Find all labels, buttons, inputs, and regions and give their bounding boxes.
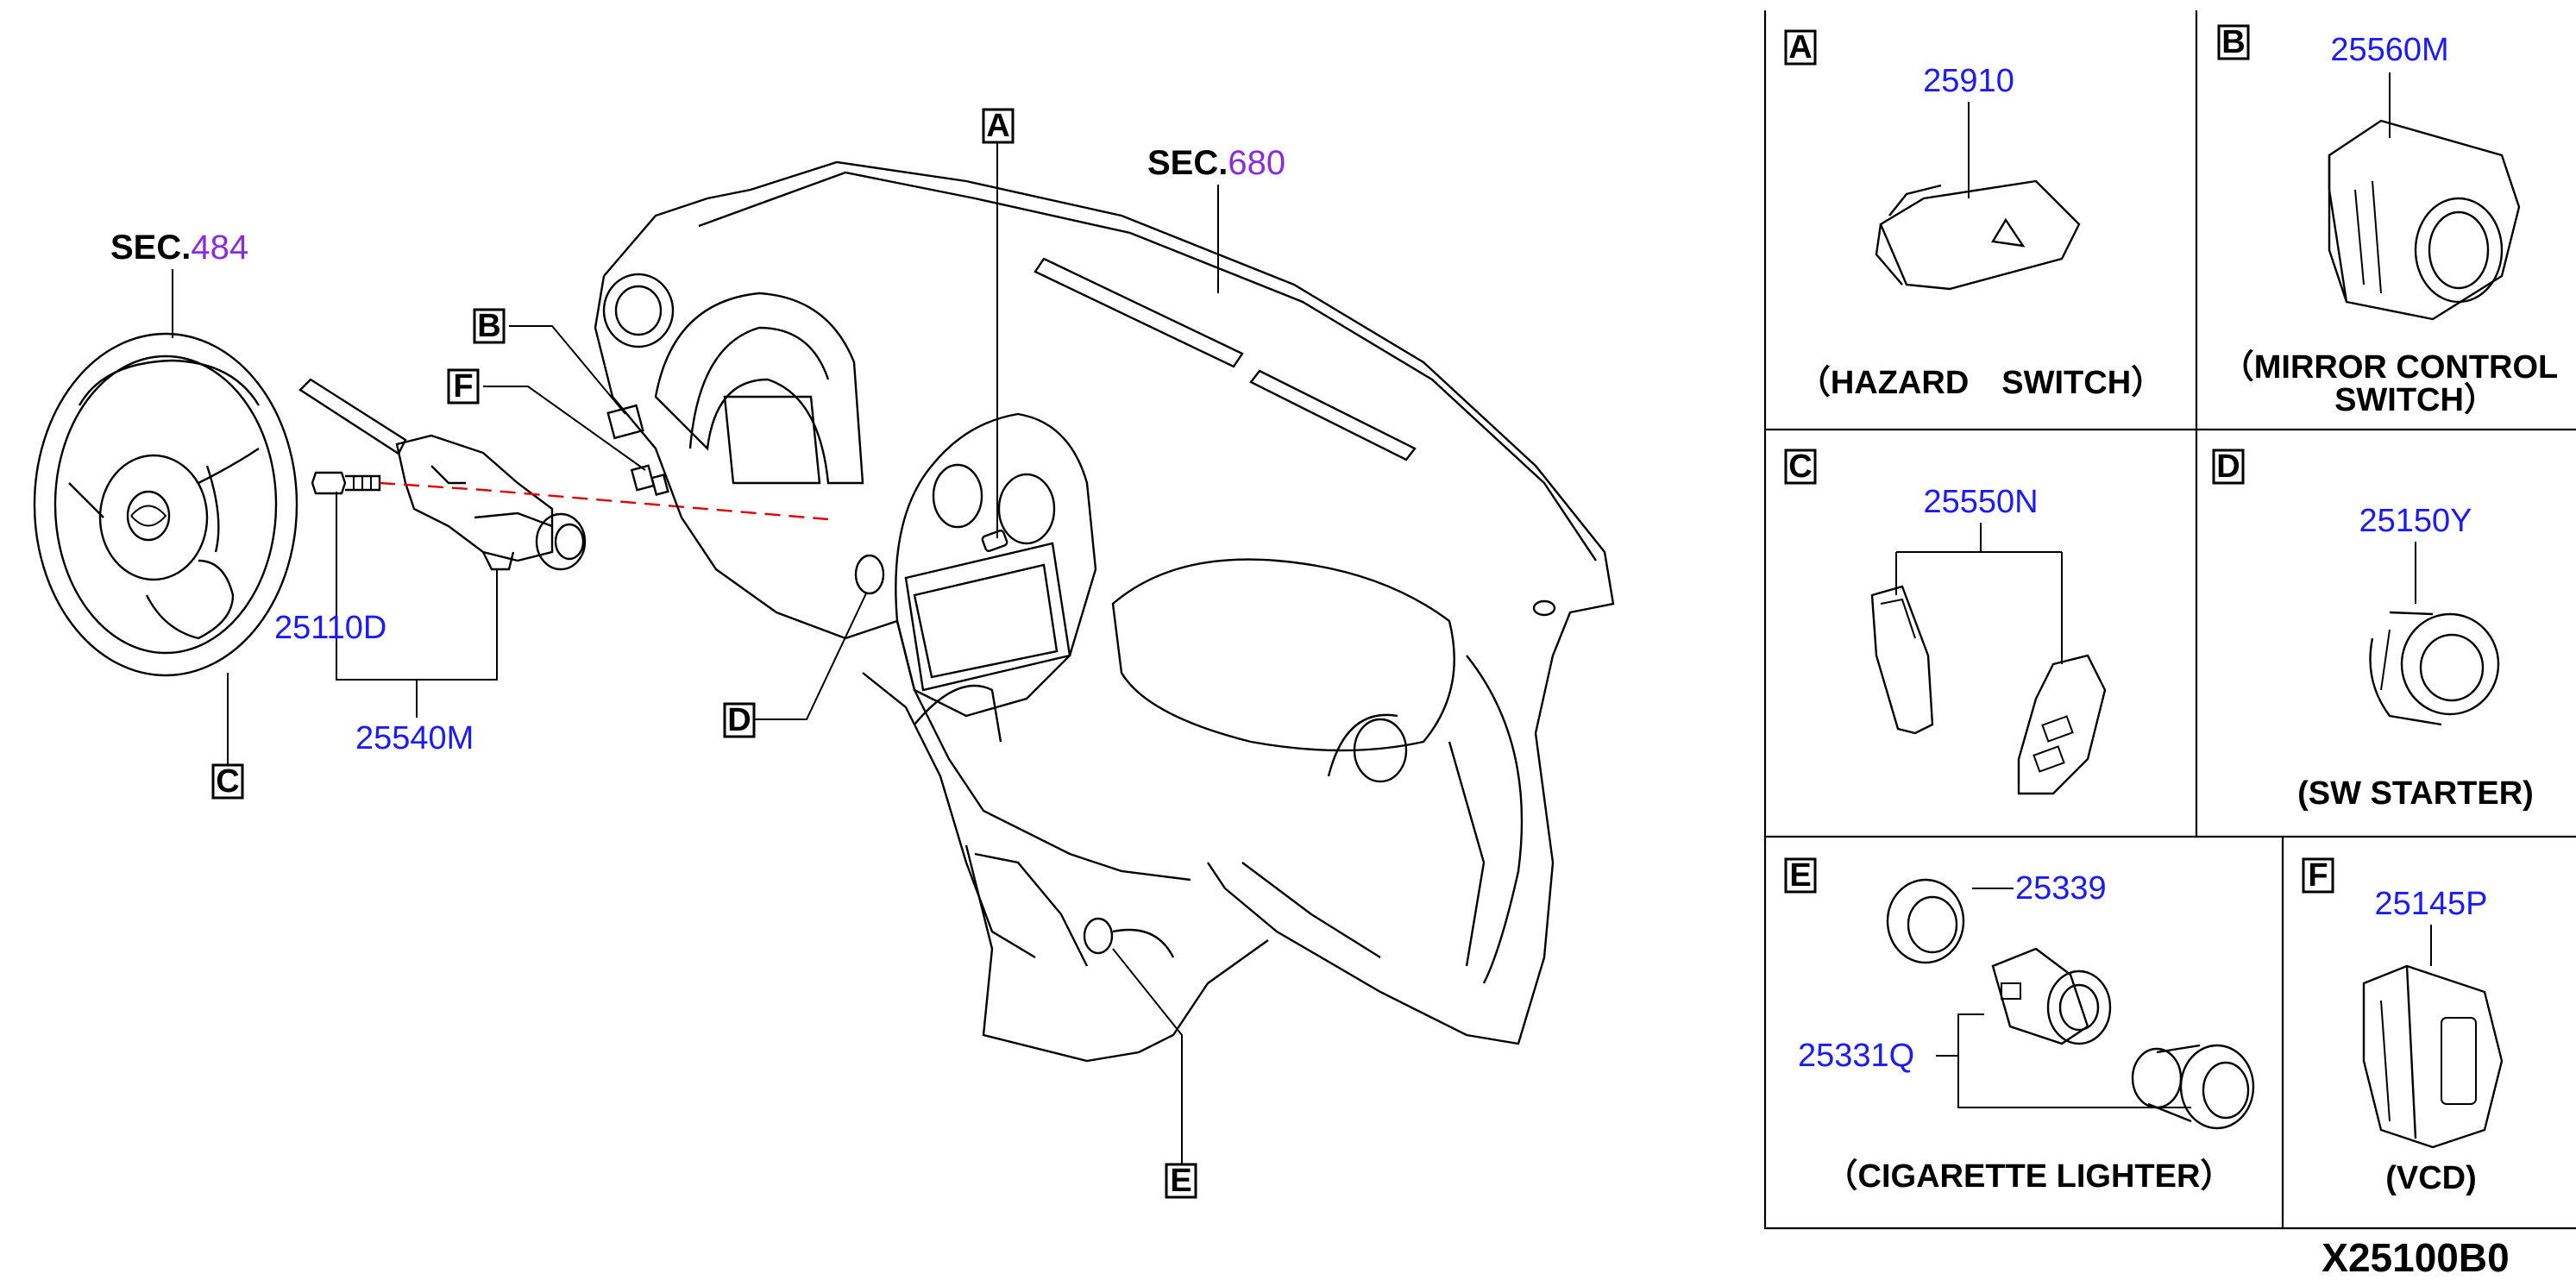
panel-B-mirror-control-switch: B 25560M （MIRROR CONTROL SWITCH）: [2217, 24, 2559, 418]
starter-switch-icon: [2369, 611, 2500, 726]
caption-cigarette-lighter: （CIGARETTE LIGHTER）: [1825, 1158, 2234, 1195]
part-number-25145P: 25145P: [2374, 886, 2487, 922]
steering-switch-left-icon: [1870, 585, 1934, 735]
caption-mirror-control-2: SWITCH）: [2334, 382, 2497, 418]
part-number-25560M: 25560M: [2330, 32, 2448, 68]
callout-D: D: [723, 702, 756, 738]
vcd-switch-icon: [2362, 964, 2504, 1149]
caption-vcd: (VCD): [2385, 1160, 2477, 1196]
svg-text:F: F: [453, 368, 473, 405]
part-number-25331Q: 25331Q: [1798, 1038, 1914, 1074]
callout-A: A: [982, 108, 1015, 144]
svg-text:A: A: [1788, 29, 1812, 66]
sec-484-label: SEC.484: [110, 229, 248, 267]
part-number-25339: 25339: [2015, 870, 2107, 907]
callout-B: B: [473, 308, 506, 344]
svg-text:D: D: [2216, 449, 2240, 485]
hazard-switch-icon: [1875, 179, 2081, 291]
sec-680-label: SEC.680: [1147, 144, 1285, 182]
diagram-code: X25100B0: [2322, 1235, 2509, 1280]
panel-E-cigarette-lighter: E 25339 25331Q （CIGARETTE LIGHTER）: [1784, 857, 2255, 1195]
screw-icon: [311, 471, 381, 495]
lighter-ring-icon: [1886, 878, 1965, 964]
svg-text:SEC.680: SEC.680: [1147, 144, 1285, 182]
panel-C-steering-switches: C 25550N: [1784, 449, 2107, 795]
svg-text:SEC.484: SEC.484: [110, 229, 248, 267]
part-number-25550N: 25550N: [1923, 484, 2038, 520]
svg-text:B: B: [477, 308, 500, 344]
steering-switch-right-icon: [2017, 654, 2107, 795]
svg-text:A: A: [986, 108, 1009, 144]
steering-wheel: [33, 332, 298, 677]
callout-F: F: [447, 368, 480, 405]
leader-lines: [172, 143, 1219, 1169]
panel-A-hazard-switch: A 25910 （HAZARD SWITCH）: [1784, 29, 2164, 401]
svg-text:B: B: [2221, 24, 2245, 60]
part-number-25910: 25910: [1923, 63, 2014, 99]
part-number-25540M: 25540M: [355, 720, 474, 756]
instrument-panel: [594, 160, 1615, 1063]
svg-text:C: C: [1788, 449, 1812, 485]
lighter-plug-icon: [2131, 1044, 2255, 1130]
mirror-control-switch-icon: [2328, 119, 2521, 321]
panel-D-sw-starter: D 25150Y (SW STARTER): [2212, 449, 2534, 812]
svg-text:F: F: [2308, 857, 2328, 894]
svg-text:C: C: [216, 763, 239, 800]
part-number-25150Y: 25150Y: [2359, 503, 2472, 539]
caption-hazard-switch: （HAZARD SWITCH）: [1798, 365, 2164, 401]
panel-F-vcd: F 25145P (VCD): [2302, 857, 2504, 1196]
lighter-socket-icon: [1991, 947, 2112, 1045]
svg-text:E: E: [1170, 1163, 1191, 1199]
combination-switch: [298, 378, 587, 571]
caption-mirror-control-1: （MIRROR CONTROL: [2221, 349, 2559, 386]
svg-text:E: E: [1789, 857, 1811, 894]
detail-panels-grid: [1763, 10, 2576, 1230]
callout-C: C: [211, 763, 244, 800]
svg-text:D: D: [727, 702, 751, 738]
part-number-25110D: 25110D: [274, 610, 386, 646]
alignment-dash-line: [379, 481, 829, 521]
callout-E: E: [1165, 1163, 1197, 1199]
caption-sw-starter: (SW STARTER): [2297, 775, 2534, 812]
